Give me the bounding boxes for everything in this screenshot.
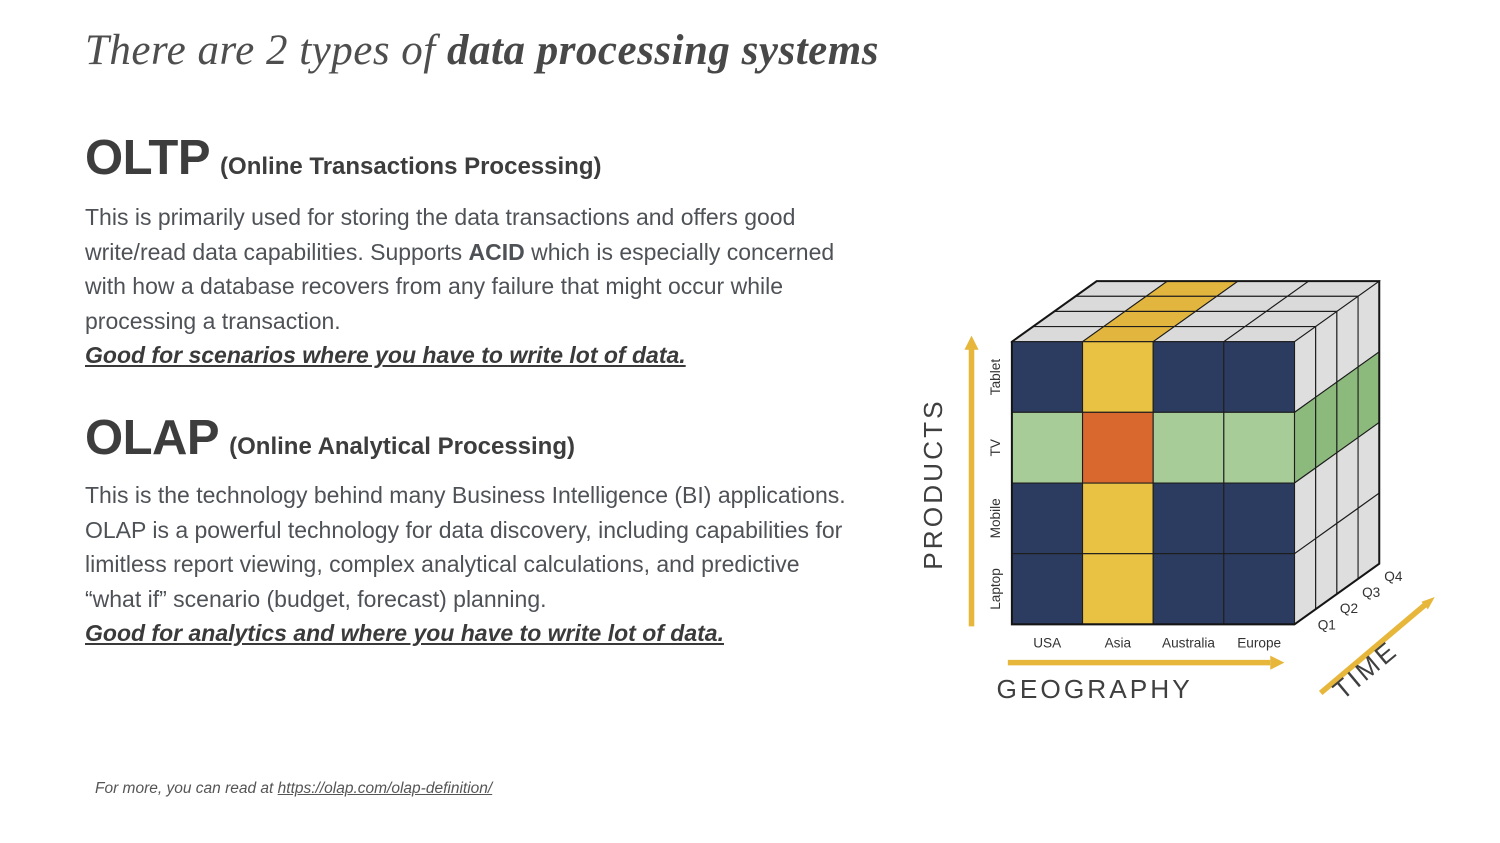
oltp-text-1: This is primarily used for storing the d… xyxy=(85,204,796,265)
cube-front-face xyxy=(1011,341,1296,625)
time-axis-label: TIME xyxy=(1327,634,1404,705)
products-axis-arrowhead-icon xyxy=(964,335,979,350)
geo-label-europe: Europe xyxy=(1237,636,1281,651)
title-emphasis: data processing systems xyxy=(447,27,879,74)
footer-prefix: For more, you can read at xyxy=(95,780,278,797)
cube-front-cell xyxy=(1152,411,1225,484)
olap-acronym: OLAP xyxy=(85,411,220,465)
geo-label-asia: Asia xyxy=(1105,636,1132,651)
olap-heading: OLAP (Online Analytical Processing) xyxy=(85,410,575,466)
geo-label-australia: Australia xyxy=(1162,636,1215,651)
oltp-acronym: OLTP xyxy=(85,131,211,185)
time-axis-arrowhead-icon xyxy=(1421,597,1435,610)
cube-front-cell xyxy=(1081,553,1154,625)
cube-front-cell xyxy=(1011,553,1084,625)
time-axis-arrow xyxy=(1318,603,1427,696)
quarter-label-q3: Q3 xyxy=(1362,585,1380,600)
oltp-subtitle: (Online Transactions Processing) xyxy=(220,153,602,180)
quarter-label-q2: Q2 xyxy=(1340,601,1358,616)
oltp-body: This is primarily used for storing the d… xyxy=(85,200,853,373)
olap-definition-link[interactable]: https://olap.com/olap-definition/ xyxy=(277,780,493,797)
cube-front-cell xyxy=(1081,411,1154,484)
cube-front-cell xyxy=(1152,482,1225,555)
cube-front-cell xyxy=(1011,411,1084,484)
page-title: There are 2 types of data processing sys… xyxy=(85,26,879,75)
cube-front-cell xyxy=(1223,482,1296,555)
cube-svg: PRODUCTS Tablet TV Mobile Laptop USA Asi… xyxy=(918,280,1435,705)
product-label-tablet: Tablet xyxy=(988,359,1003,396)
cube-front-cell xyxy=(1223,553,1296,625)
cube-outline xyxy=(1010,280,1381,626)
olap-cube-diagram: PRODUCTS Tablet TV Mobile Laptop USA Asi… xyxy=(915,244,1460,724)
oltp-heading: OLTP (Online Transactions Processing) xyxy=(85,130,601,186)
footer-note: For more, you can read at https://olap.c… xyxy=(95,780,492,798)
cube-front-cell xyxy=(1011,482,1084,555)
geography-axis-arrowhead-icon xyxy=(1270,655,1285,670)
products-axis-label: PRODUCTS xyxy=(918,398,948,569)
cube-front-cell xyxy=(1152,341,1225,413)
geo-label-usa: USA xyxy=(1033,636,1062,651)
cube-front-cell xyxy=(1081,341,1154,413)
cube-side-face xyxy=(1293,280,1380,626)
oltp-paragraph: This is primarily used for storing the d… xyxy=(85,200,853,338)
product-label-tv: TV xyxy=(988,438,1003,456)
title-prefix: There are 2 types of xyxy=(85,27,447,74)
oltp-highlight: Good for scenarios where you have to wri… xyxy=(85,342,686,368)
cube-front-cell xyxy=(1011,341,1084,413)
product-label-mobile: Mobile xyxy=(988,498,1003,538)
quarter-label-q1: Q1 xyxy=(1318,617,1336,632)
cube-front-cell xyxy=(1081,482,1154,555)
cube-front-cell xyxy=(1223,411,1296,484)
olap-paragraph: This is the technology behind many Busin… xyxy=(85,482,846,612)
product-label-laptop: Laptop xyxy=(988,568,1003,610)
geography-axis-label: GEOGRAPHY xyxy=(996,674,1192,704)
cube-front-cell xyxy=(1223,341,1296,413)
cube-front-cell xyxy=(1152,553,1225,625)
oltp-acid-bold: ACID xyxy=(468,238,525,265)
olap-body: This is the technology behind many Busin… xyxy=(85,478,853,651)
oltp-text-2: which is especially concerned with how a… xyxy=(85,238,835,334)
olap-subtitle: (Online Analytical Processing) xyxy=(229,433,575,460)
quarter-label-q4: Q4 xyxy=(1384,569,1403,584)
olap-highlight: Good for analytics and where you have to… xyxy=(85,620,724,646)
cube-top-face xyxy=(1010,280,1381,343)
